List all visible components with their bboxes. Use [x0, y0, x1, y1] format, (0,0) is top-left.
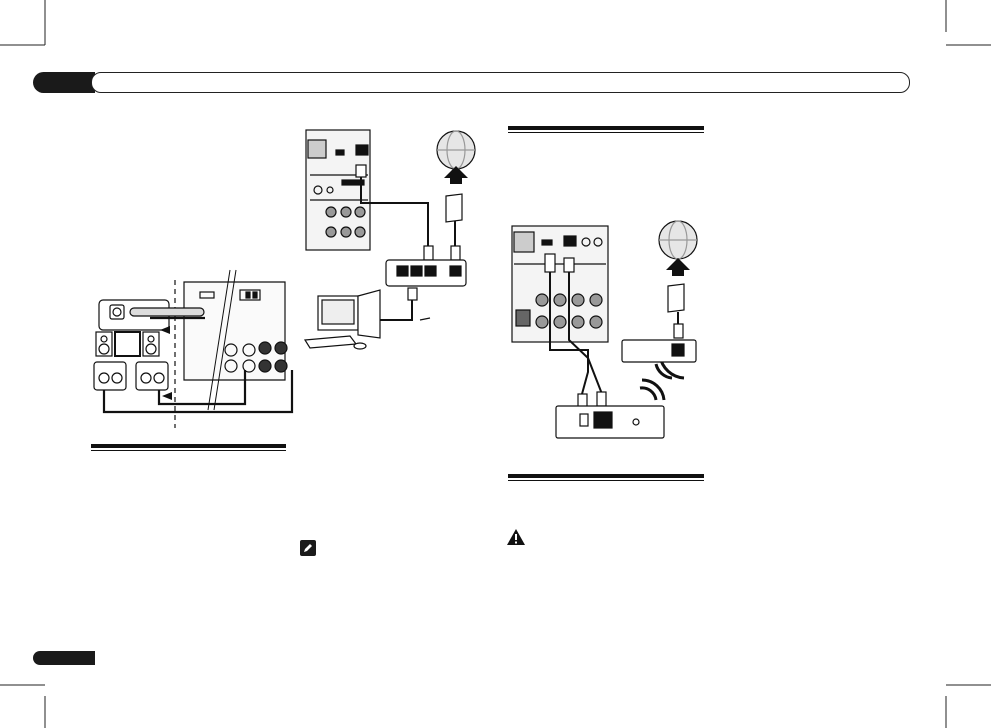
chapter-tab	[33, 72, 95, 93]
pencil-note-icon	[300, 540, 316, 556]
warning-triangle-icon	[507, 529, 525, 545]
section-rule-right-top-under	[508, 132, 704, 133]
section-rule-left	[91, 444, 286, 448]
section-rule-right-top	[508, 126, 704, 130]
section-rule-right-bottom-under	[508, 480, 704, 481]
section-rule-right-bottom	[508, 474, 704, 478]
page-number-tab	[33, 651, 95, 665]
chapter-title-bar	[91, 72, 910, 93]
section-rule-left-under	[91, 450, 286, 451]
